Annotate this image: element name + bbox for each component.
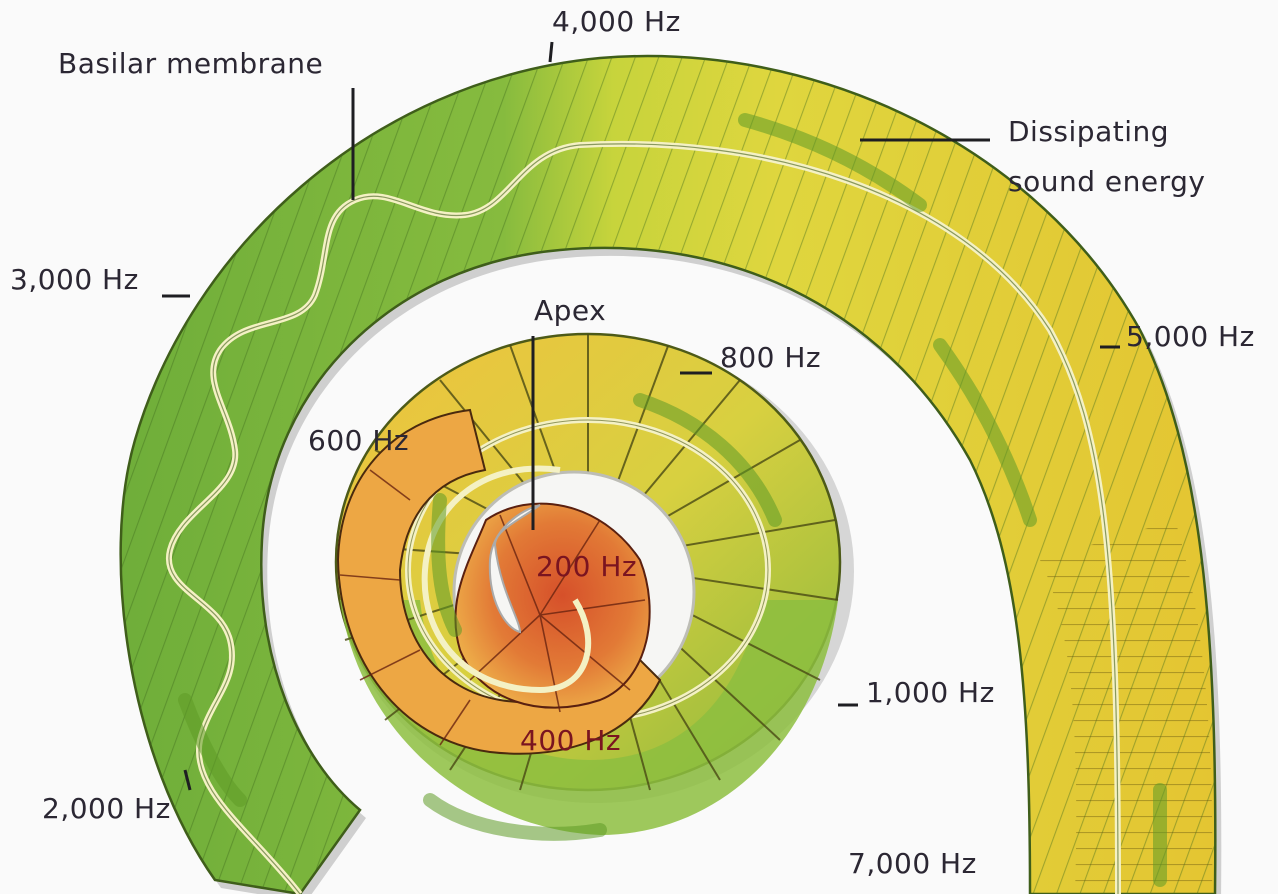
leader-lines <box>162 41 1120 791</box>
label-3000-hz: 3,000 Hz <box>10 263 139 296</box>
label-apex: Apex <box>534 294 607 327</box>
wave-direction-arrows <box>178 113 1167 887</box>
label-600-hz: 600 Hz <box>308 424 410 457</box>
label-800-hz: 800 Hz <box>720 341 822 374</box>
label-7000-hz: 7,000 Hz <box>848 847 977 880</box>
label-5000-hz: 5,000 Hz <box>1126 320 1255 353</box>
label-dissipating: Dissipating <box>1008 115 1170 148</box>
label-4000-hz: 4,000 Hz <box>552 5 681 38</box>
label-sound-energy: sound energy <box>1008 165 1206 198</box>
label-basilar-membrane: Basilar membrane <box>58 47 324 80</box>
label-1000-hz: 1,000 Hz <box>866 676 995 709</box>
label-200-hz: 200 Hz <box>536 550 638 583</box>
label-2000-hz: 2,000 Hz <box>42 792 171 825</box>
inner-apex-region <box>336 408 662 755</box>
label-400-hz: 400 Hz <box>520 724 622 757</box>
outer-spiral-arm <box>119 54 1222 894</box>
